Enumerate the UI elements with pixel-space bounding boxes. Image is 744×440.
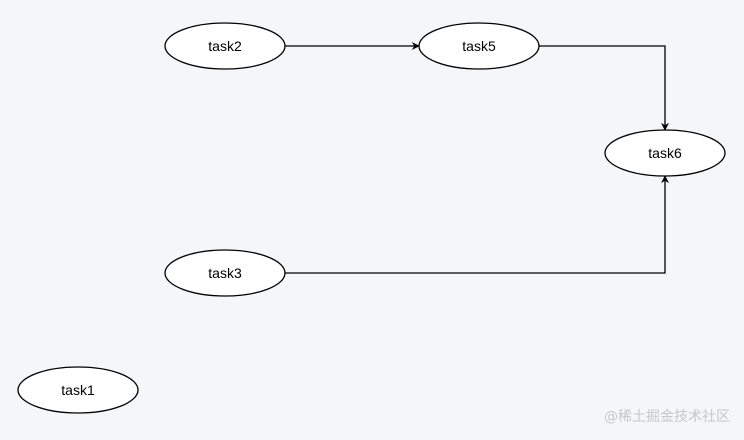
node-task2-ellipse	[164, 22, 286, 70]
node-task1-label: task1	[61, 382, 95, 398]
node-task6: task6	[604, 129, 726, 177]
node-task3-label: task3	[208, 265, 242, 281]
edge-task3-to-task6	[285, 175, 669, 274]
node-task3: task3	[164, 249, 286, 297]
edge-task5-to-task6	[539, 45, 669, 131]
nodes-layer: task1 task2 task3 task5 task6	[17, 22, 726, 414]
node-task2: task2	[164, 22, 286, 70]
node-task6-ellipse	[604, 129, 726, 177]
node-task5-ellipse	[418, 22, 540, 70]
node-task1-ellipse	[17, 366, 139, 414]
node-task1: task1	[17, 366, 139, 414]
watermark: @稀土掘金技术社区	[604, 409, 730, 425]
edges-layer	[285, 42, 669, 274]
node-task6-label: task6	[648, 145, 682, 161]
node-task5-label: task5	[462, 38, 496, 54]
node-task5: task5	[418, 22, 540, 70]
node-task2-label: task2	[208, 38, 242, 54]
node-task3-ellipse	[164, 249, 286, 297]
